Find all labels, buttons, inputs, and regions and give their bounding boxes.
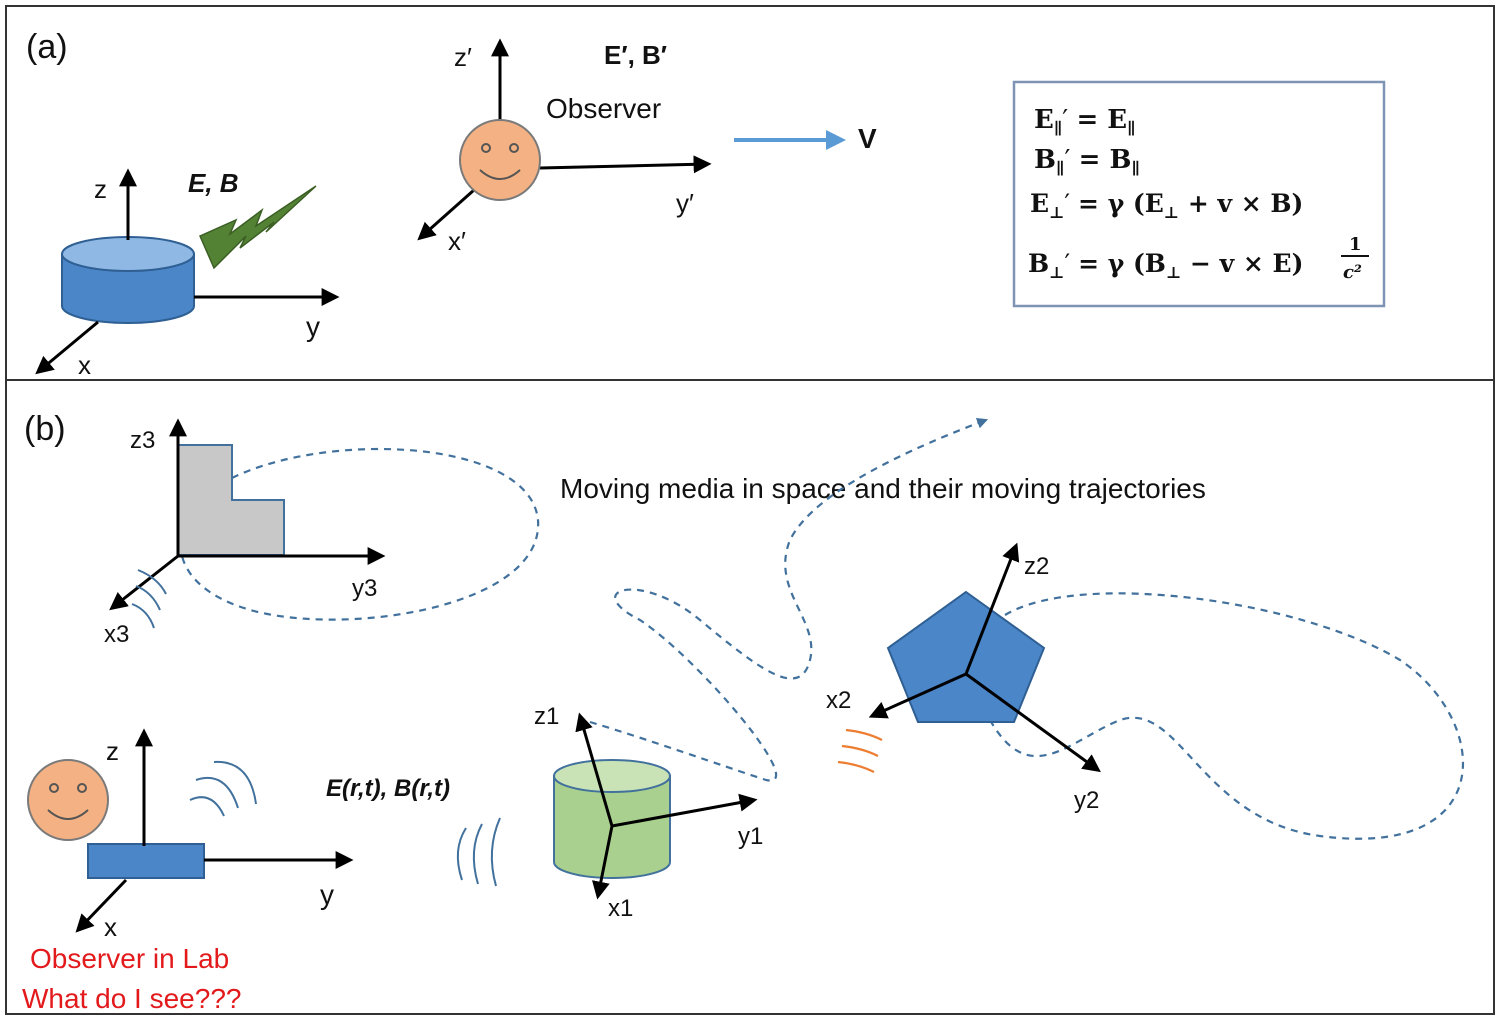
medium-2-z-axis — [964, 542, 1020, 675]
medium-1-y-label: y1 — [738, 823, 763, 850]
lab-z-label: z — [106, 736, 119, 766]
observer-y-axis — [539, 155, 712, 174]
panel-b-tag: (b) — [24, 410, 66, 448]
medium-3-y-label: y3 — [352, 575, 377, 602]
source-cylinder — [61, 236, 195, 324]
panel-b-frame — [5, 379, 1495, 1015]
medium-2-y-label: y2 — [1074, 787, 1099, 814]
observer-field-label: E′, B′ — [604, 40, 667, 70]
lab-x-axis — [75, 878, 128, 933]
velocity-label: V — [858, 123, 877, 154]
svg-text:E∥′ = E∥: E∥′ = E∥ — [1034, 105, 1136, 138]
observer-face-icon — [459, 119, 541, 201]
medium-3-x-label: x3 — [104, 621, 129, 648]
wave-2-icon — [837, 728, 883, 773]
source-field-label: E, B — [188, 168, 239, 198]
medium-1-x-label: x1 — [608, 895, 633, 922]
trajectory-medium-1 — [589, 417, 989, 782]
equation-2: B∥′ = B∥ — [1034, 145, 1140, 178]
panel-b-title: Moving media in space and their moving t… — [560, 473, 1206, 504]
wave-3-icon — [131, 569, 167, 629]
lab-wave-icon — [189, 760, 257, 817]
medium-3-z-label: z3 — [130, 427, 155, 454]
medium-2-y-axis — [965, 672, 1101, 773]
fraction-numerator: 1 — [1349, 234, 1362, 255]
equation-3: E⊥′ = γ (E⊥ + v × B) — [1030, 189, 1303, 222]
observer-y-label: y′ — [676, 188, 694, 218]
observer-z-label: z′ — [454, 42, 472, 72]
lab-caption-line2: What do I see??? — [22, 983, 241, 1014]
observer-x-axis — [417, 188, 475, 241]
source-x-axis — [35, 320, 99, 375]
medium-3-x-axis — [109, 554, 179, 611]
source-y-label: y — [306, 311, 320, 342]
observer-x-label: x′ — [448, 226, 466, 256]
equations-box — [1012, 80, 1386, 308]
medium-1-z-label: z1 — [534, 703, 559, 730]
lab-x-label: x — [104, 912, 117, 942]
medium-2-z-label: z2 — [1024, 553, 1049, 580]
equation-4: B⊥′ = γ (B⊥ − v × E) 1 c² — [1028, 234, 1369, 283]
fraction-denominator: c² — [1343, 262, 1362, 283]
source-x-label: x — [78, 350, 91, 380]
medium-2-pentagon — [886, 590, 1046, 723]
medium-2-x-axis — [868, 672, 967, 719]
svg-text:B⊥′ = γ (B⊥ − v × E): B⊥′ = γ (B⊥ − v × E) — [1028, 249, 1303, 282]
lab-field-label: E(r,t), B(r,t) — [326, 775, 450, 802]
lab-caption-line1: Observer in Lab — [30, 943, 229, 974]
equation-1: E∥′ = E∥ — [1034, 105, 1136, 138]
svg-text:E⊥′ = γ (E⊥ + v × B): E⊥′ = γ (E⊥ + v × B) — [1030, 189, 1303, 222]
lab-observer-face-icon — [27, 759, 109, 841]
trajectory-medium-2 — [989, 592, 1465, 840]
medium-2-x-label: x2 — [826, 687, 851, 714]
lightning-icon — [199, 185, 317, 270]
svg-text:B∥′ = B∥: B∥′ = B∥ — [1034, 145, 1140, 178]
lab-medium-block — [87, 843, 205, 879]
wave-1-icon — [456, 817, 501, 887]
medium-1-z-axis — [575, 712, 614, 827]
medium-1-x-axis — [591, 825, 614, 900]
medium-1-y-axis — [611, 793, 758, 828]
lab-y-label: y — [320, 879, 334, 910]
trajectory-medium-3 — [180, 447, 540, 621]
panel-a-tag: (a) — [26, 28, 68, 66]
observer-label: Observer — [546, 93, 661, 124]
source-z-label: z — [94, 174, 107, 204]
medium-3-lshape — [177, 444, 285, 556]
